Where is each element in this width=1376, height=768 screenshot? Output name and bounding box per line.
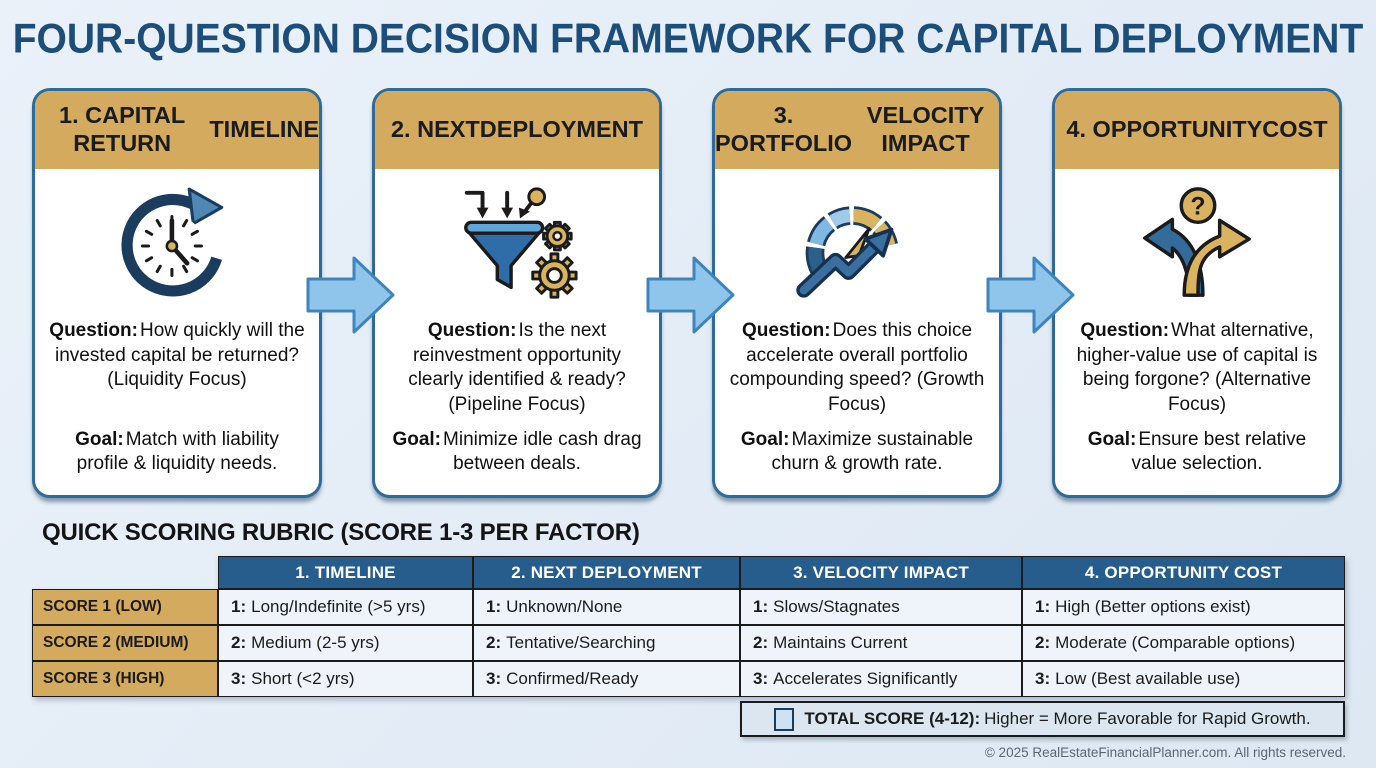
card-header-line: VELOCITY IMPACT bbox=[866, 102, 985, 156]
rubric-cell: 2:Moderate (Comparable options) bbox=[1022, 625, 1345, 661]
card-capital-return-timeline: 1. CAPITAL RETURN TIMELINE bbox=[32, 88, 322, 498]
column-header-timeline: 1. TIMELINE bbox=[218, 556, 473, 589]
rubric-cell: 3:Confirmed/Ready bbox=[473, 661, 740, 697]
rubric-cell: 3:Low (Best available use) bbox=[1022, 661, 1345, 697]
copyright-footer: © 2025 RealEstateFinancialPlanner.com. A… bbox=[984, 745, 1346, 760]
card-question: Question:What alternative, higher-value … bbox=[1076, 320, 1318, 416]
card-header-line: 1. CAPITAL RETURN bbox=[59, 102, 186, 156]
checkbox-icon bbox=[774, 707, 795, 731]
card-header: 4. OPPORTUNITY COST bbox=[1055, 91, 1339, 169]
card-header-line: DEPLOYMENT bbox=[479, 116, 644, 143]
flow-arrow-icon bbox=[646, 256, 735, 334]
card-opportunity-cost: 4. OPPORTUNITY COST ? Question:What alte… bbox=[1052, 88, 1342, 498]
rubric-heading: QUICK SCORING RUBRIC (SCORE 1-3 PER FACT… bbox=[42, 519, 640, 546]
card-question: Question:Does this choice accelerate ove… bbox=[729, 320, 985, 416]
clock-rotate-icon bbox=[35, 169, 319, 319]
card-header-line: TIMELINE bbox=[209, 116, 319, 143]
total-score-label: TOTAL SCORE (4-12): bbox=[804, 709, 981, 728]
card-goal: Goal:Minimize idle cash drag between dea… bbox=[392, 428, 642, 475]
card-header-line: 4. OPPORTUNITY bbox=[1066, 116, 1263, 143]
card-header: 1. CAPITAL RETURN TIMELINE bbox=[35, 91, 319, 169]
column-header-next-deployment: 2. NEXT DEPLOYMENT bbox=[473, 556, 740, 589]
card-header: 2. NEXT DEPLOYMENT bbox=[375, 91, 659, 169]
card-goal: Goal:Ensure best relative value selectio… bbox=[1087, 428, 1307, 475]
scoring-rubric-table: 1. TIMELINE 2. NEXT DEPLOYMENT 3. VELOCI… bbox=[32, 556, 1345, 697]
card-header-line: 2. NEXT bbox=[390, 116, 480, 143]
card-goal: Goal:Match with liability profile & liqu… bbox=[75, 428, 279, 475]
flow-arrow-icon bbox=[306, 256, 395, 334]
rubric-cell: 3:Accelerates Significantly bbox=[740, 661, 1022, 697]
card-question: Question:How quickly will the invested c… bbox=[49, 320, 305, 391]
card-portfolio-velocity-impact: 3. PORTFOLIO VELOCITY IMPACT bbox=[712, 88, 1002, 498]
rubric-cell: 1:Long/Indefinite (>5 yrs) bbox=[218, 589, 473, 625]
rubric-cell: 2:Medium (2-5 yrs) bbox=[218, 625, 473, 661]
rubric-cell: 1:Slows/Stagnates bbox=[740, 589, 1022, 625]
total-score-row: TOTAL SCORE (4-12): Higher = More Favora… bbox=[740, 701, 1345, 737]
card-question: Question:Is the next reinvestment opport… bbox=[408, 320, 626, 416]
card-header: 3. PORTFOLIO VELOCITY IMPACT bbox=[715, 91, 999, 169]
card-goal: Goal:Maximize sustainable churn & growth… bbox=[740, 428, 974, 475]
total-score-text: Higher = More Favorable for Rapid Growth… bbox=[984, 709, 1311, 728]
column-header-opportunity-cost: 4. OPPORTUNITY COST bbox=[1022, 556, 1345, 589]
rubric-cell: 1:Unknown/None bbox=[473, 589, 740, 625]
score-row-label: SCORE 3 (HIGH) bbox=[32, 661, 218, 697]
rubric-cell: 1:High (Better options exist) bbox=[1022, 589, 1345, 625]
funnel-gears-icon bbox=[375, 169, 659, 319]
svg-text:?: ? bbox=[1190, 193, 1205, 220]
flow-arrow-icon bbox=[986, 256, 1075, 334]
gauge-growth-icon bbox=[715, 169, 999, 319]
rubric-cell: 3:Short (<2 yrs) bbox=[218, 661, 473, 697]
column-header-velocity-impact: 3. VELOCITY IMPACT bbox=[740, 556, 1022, 589]
card-header-line: COST bbox=[1262, 116, 1328, 143]
score-row-label: SCORE 2 (MEDIUM) bbox=[32, 625, 218, 661]
rubric-cell: 2:Tentative/Searching bbox=[473, 625, 740, 661]
rubric-cell: 2:Maintains Current bbox=[740, 625, 1022, 661]
score-row-label: SCORE 1 (LOW) bbox=[32, 589, 218, 625]
card-header-line: 3. PORTFOLIO bbox=[715, 102, 853, 156]
table-corner-spacer bbox=[32, 556, 218, 589]
crossroads-question-icon: ? bbox=[1055, 169, 1339, 319]
page-title: FOUR-QUESTION DECISION FRAMEWORK FOR CAP… bbox=[12, 16, 1364, 63]
card-next-deployment: 2. NEXT DEPLOYMENT bbox=[372, 88, 662, 498]
